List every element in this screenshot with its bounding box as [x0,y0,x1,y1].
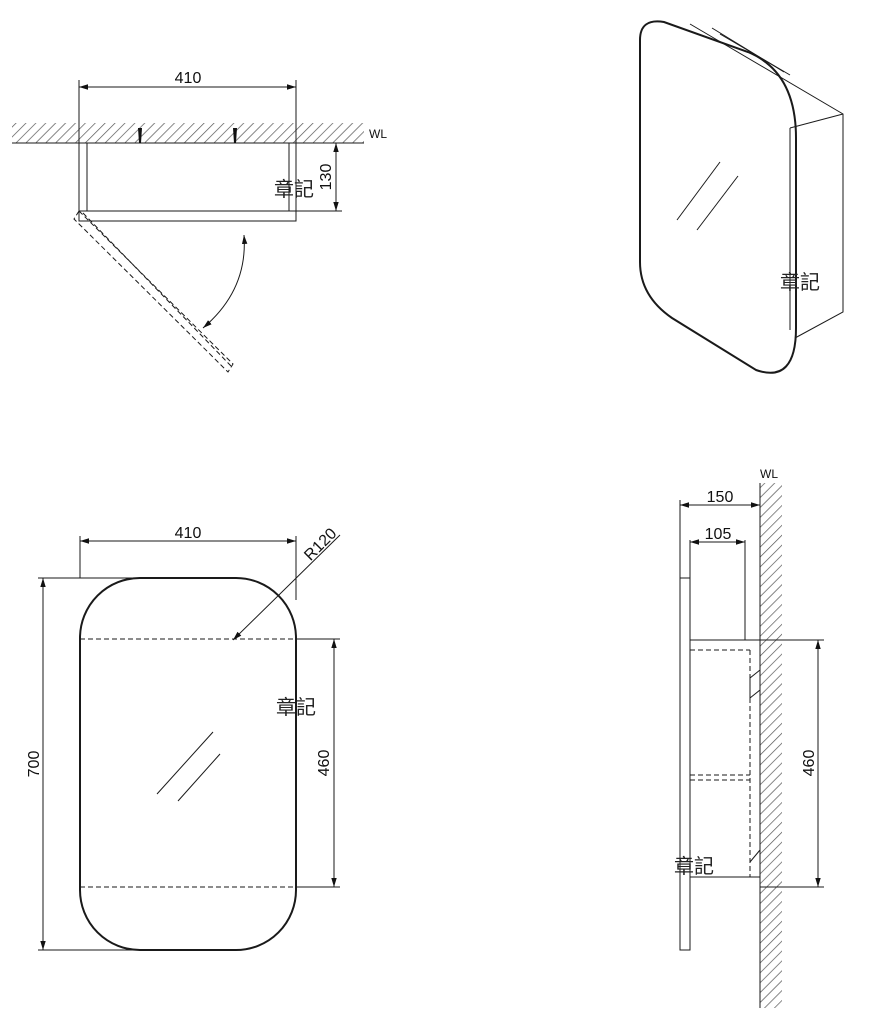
mirror-outline [79,577,297,951]
wall-label: WL [369,127,387,141]
wall-hatch [760,483,782,1008]
radius-leader [232,534,341,641]
front-stamp: 章記 [276,695,316,719]
side-stamp: 章記 [674,854,714,878]
side-wall-label: WL [760,467,778,481]
cabinet-body-outline [689,23,844,339]
top-depth-label: 130 [318,164,335,191]
front-height-label: 700 [26,751,43,778]
side-shelf-label: 460 [801,750,818,777]
glass-reflection [156,731,214,795]
cabinet-body-edge [711,27,785,73]
wall-hatch [12,123,364,143]
door-swing-arc [202,234,248,329]
top-width-label: 410 [175,70,202,87]
glass-reflection [676,161,721,221]
wall-anchor [233,128,237,143]
wall-bracket [749,668,761,700]
side-door-panel [679,577,691,951]
door-inner-edge [82,212,232,367]
iso-view: 章記 [639,20,844,374]
cabinet-door-closed [78,210,297,222]
side-view: WL 150 105 460 章記 [674,467,824,1008]
side-total-depth-label: 150 [707,489,734,506]
mirror-door [639,20,797,374]
glass-reflection [177,753,221,802]
glass-reflection [696,175,739,231]
wall-anchor [138,128,142,143]
wall-bracket [749,849,761,863]
front-width-label: 410 [175,525,202,542]
top-view: 410 130 WL 章記 [12,70,387,373]
front-shelf-label: 460 [316,750,333,777]
front-radius-label: R120 [301,525,340,564]
iso-stamp: 章記 [780,270,820,294]
top-stamp: 章記 [274,177,314,201]
cabinet-body-edge [789,113,844,129]
cabinet-door-open [73,210,234,373]
front-view: 410 700 460 R120 章記 [26,525,341,951]
side-inner-depth-label: 105 [705,526,732,543]
